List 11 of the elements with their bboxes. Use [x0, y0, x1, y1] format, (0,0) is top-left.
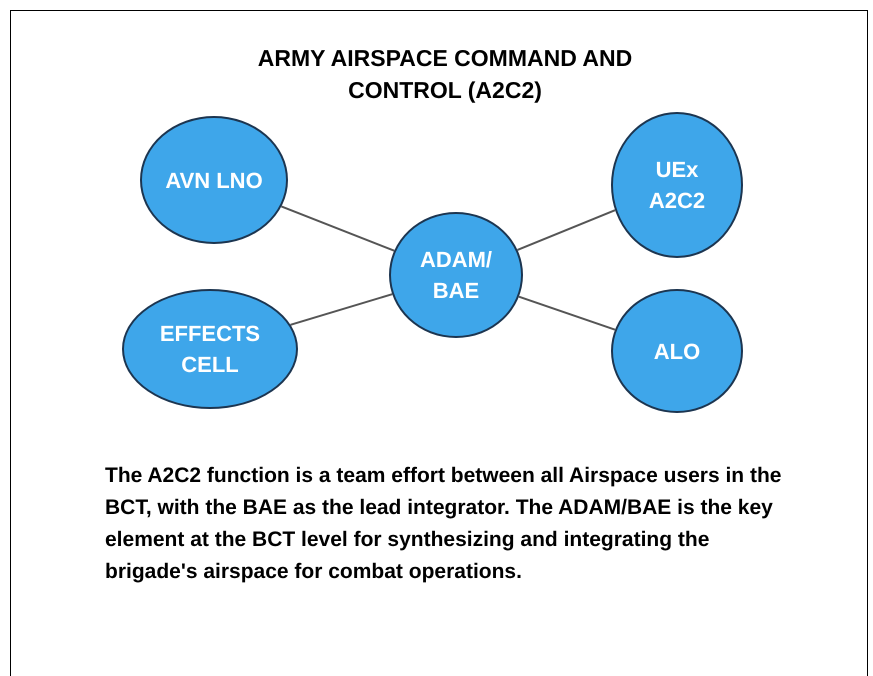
description-paragraph: The A2C2 function is a team effort between all Airspace users in the BCT, with the BAE as the lead integrator. The ADAM/BAE is the key element at the BCT level for synthesizing and integrating the brigade's airspace for combat operations. [105, 463, 782, 585]
node-label: ALO [652, 338, 702, 366]
node-label: ADAM/ BAE [418, 246, 494, 305]
title: ARMY AIRSPACE COMMAND AND CONTROL (A2C2) [256, 44, 634, 105]
connector-line [517, 209, 616, 251]
node-label: UEx A2C2 [648, 156, 706, 215]
connector-line [518, 296, 616, 331]
node-label: EFFECTS CELL [158, 320, 262, 379]
connector-line [290, 293, 392, 326]
connector-line [281, 206, 395, 252]
node-label: AVN LNO [164, 166, 264, 194]
